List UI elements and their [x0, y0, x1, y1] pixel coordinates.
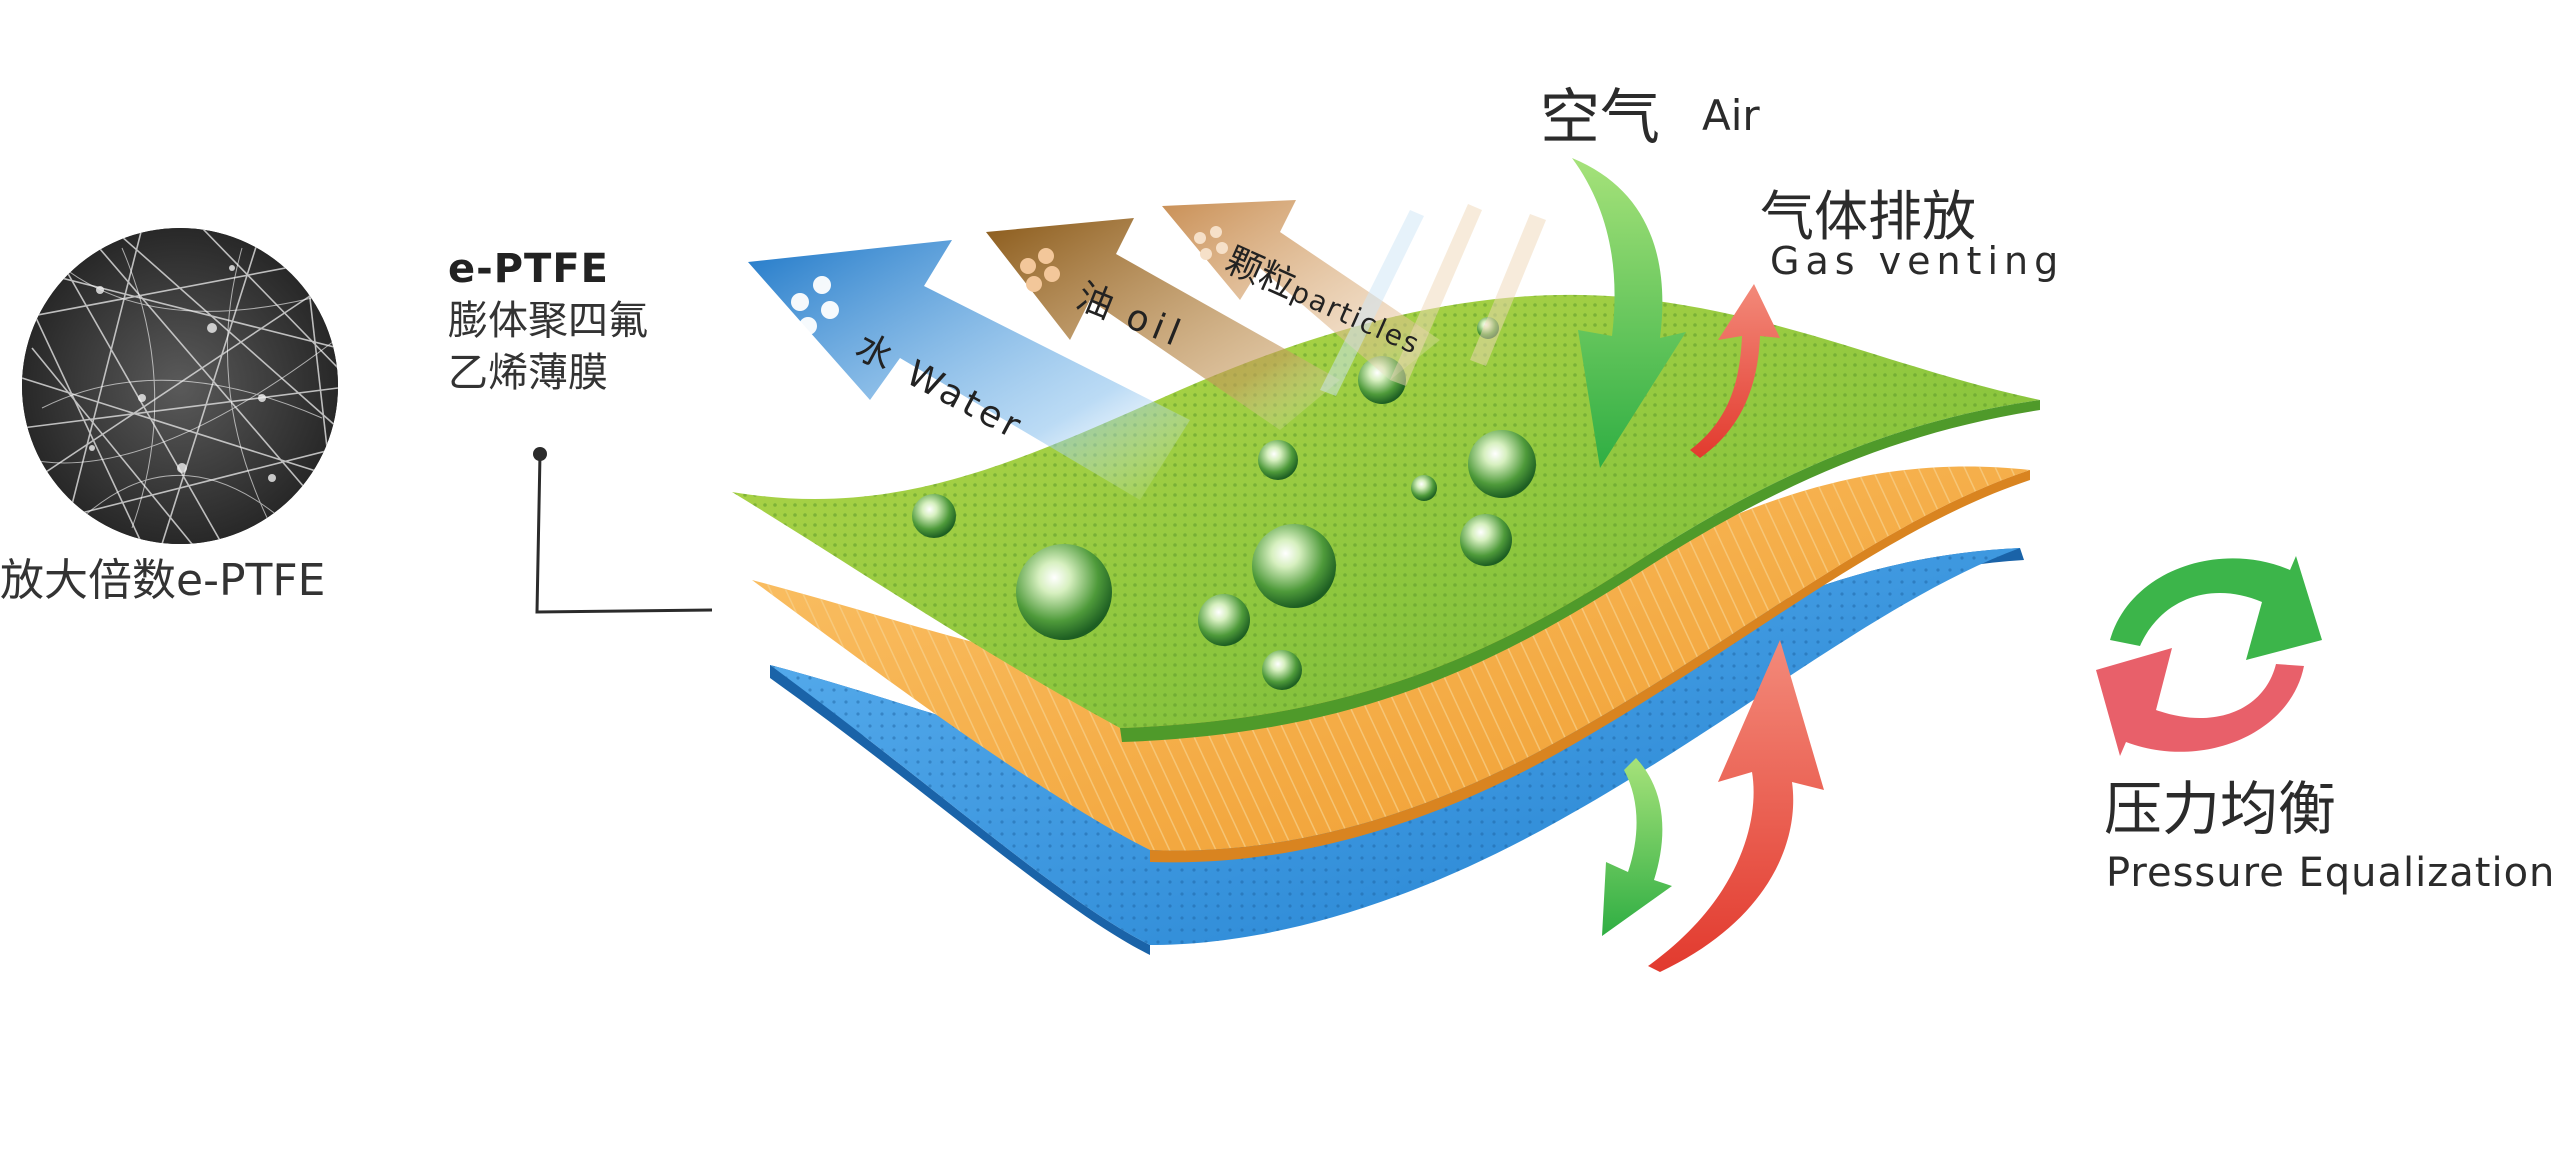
light-rays	[1320, 204, 1546, 396]
water-drops-icon	[791, 276, 839, 335]
air-label-cn: 空气	[1540, 83, 1660, 153]
gas-venting-label-en: Gas venting	[1770, 239, 2065, 283]
gas-through-arrow	[1648, 640, 1824, 972]
gas-vent-arrow	[1690, 284, 1780, 458]
pressure-label-cn: 压力均衡	[2104, 775, 2337, 843]
gas-venting-label-cn: 气体排放	[1760, 185, 1976, 248]
microscope-caption: 放大倍数e-PTFE	[0, 555, 326, 606]
particles-arrow	[1162, 200, 1440, 380]
oil-arrow	[986, 218, 1340, 430]
air-label-en: Air	[1702, 91, 1760, 140]
membrane-title: e-PTFE	[448, 246, 609, 292]
air-through-arrow	[1602, 758, 1672, 936]
oil-drops-icon	[1020, 248, 1060, 292]
particles-icon	[1194, 226, 1228, 260]
air-arrow	[1572, 158, 1686, 468]
water-arrow	[748, 240, 1190, 500]
leader-line	[533, 447, 713, 614]
cycle-icon	[2096, 556, 2322, 756]
orange-layer	[752, 466, 2030, 863]
pressure-label-en: Pressure Equalization	[2106, 850, 2556, 896]
membrane-name-line2: 乙烯薄膜	[448, 350, 608, 396]
microscope-image	[22, 228, 338, 544]
water-droplets	[912, 317, 1536, 690]
membrane-name-line1: 膨体聚四氟	[448, 298, 648, 344]
fiber-texture	[22, 228, 338, 544]
